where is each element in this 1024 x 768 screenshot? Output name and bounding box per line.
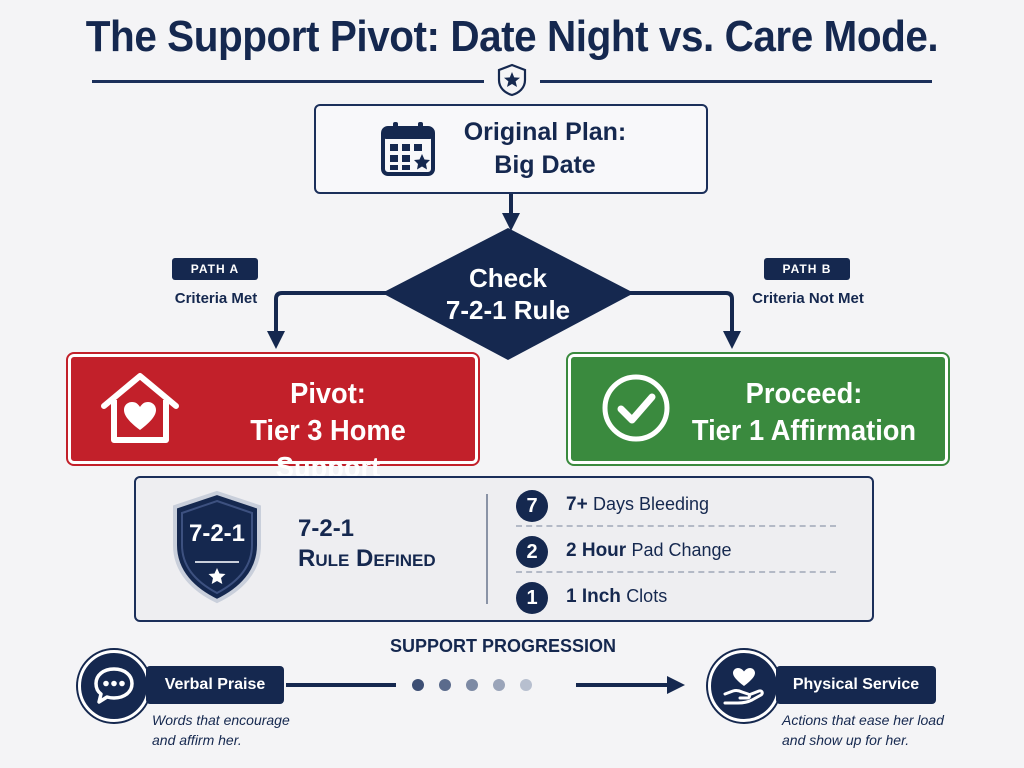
title-divider-right: [540, 80, 932, 83]
rule-number-badge: 1: [516, 582, 548, 614]
rule-title: 7-2-1 Rule Defined: [298, 514, 478, 574]
physical-service-desc-line1: Actions that ease her load: [782, 712, 944, 728]
original-plan-line1: Original Plan:: [463, 118, 627, 146]
page-title: The Support Pivot: Date Night vs. Care M…: [85, 12, 939, 61]
path-a-criteria: Criteria Met: [174, 290, 258, 307]
progression-dot: [493, 679, 505, 691]
physical-service-label: Physical Service: [776, 666, 936, 704]
rule-title-line1: 7-2-1: [298, 515, 355, 542]
rule-item-label: 7+ Days Bleeding: [566, 494, 709, 516]
rule-item-value: 1 Inch: [566, 586, 621, 607]
path-b-tag: PATH B: [764, 258, 850, 280]
original-plan-label: Original Plan: Big Date: [440, 116, 650, 182]
pivot-label: Pivot: Tier 3 Home Support: [195, 376, 462, 487]
shield-star-icon: [497, 63, 527, 97]
progression-dot: [439, 679, 451, 691]
proceed-label: Proceed: Tier 1 Affirmation: [680, 376, 928, 450]
verbal-praise-description: Words that encourage and affirm her.: [152, 710, 312, 750]
rule-item: 7 7+ Days Bleeding: [516, 488, 836, 524]
rule-item-label: 2 Hour Pad Change: [566, 540, 732, 562]
rule-item-text: Days Bleeding: [592, 494, 710, 514]
rule-item-text: Clots: [626, 586, 668, 606]
arrow-path-b: [630, 291, 741, 349]
physical-service-description: Actions that ease her load and show up f…: [782, 710, 962, 750]
arrow-path-a: [267, 291, 386, 349]
original-plan-line2: Big Date: [494, 151, 596, 179]
progression-dot: [520, 679, 532, 691]
speech-bubble-icon: [94, 667, 134, 704]
path-b-criteria: Criteria Not Met: [752, 290, 864, 307]
progression-dot: [412, 679, 424, 691]
title-divider-left: [92, 80, 484, 83]
decision-line2: 7-2-1 Rule: [445, 295, 571, 325]
decision-label: Check 7-2-1 Rule: [428, 262, 588, 326]
rule-row-separator: [516, 571, 836, 573]
verbal-praise-label: Verbal Praise: [146, 666, 284, 704]
original-plan-box: [314, 104, 708, 194]
calendar-icon: [381, 122, 435, 176]
progression-title: SUPPORT PROGRESSION: [389, 636, 617, 656]
physical-service-desc-line2: and show up for her.: [782, 732, 910, 748]
rule-item: 1 1 Inch Clots: [516, 580, 836, 616]
proceed-line2: Tier 1 Affirmation: [691, 415, 917, 447]
rule-item-label: 1 Inch Clots: [566, 586, 667, 608]
progression-dot: [466, 679, 478, 691]
rule-title-line2: Rule Defined: [298, 545, 436, 572]
rule-number-badge: 2: [516, 536, 548, 568]
path-a-tag: PATH A: [172, 258, 258, 280]
rule-number-badge: 7: [516, 490, 548, 522]
proceed-line1: Proceed:: [745, 378, 863, 410]
verbal-praise-desc-line1: Words that encourage: [152, 712, 290, 728]
rule-row-separator: [516, 525, 836, 527]
pivot-line1: Pivot:: [290, 378, 366, 410]
shield-icon: [173, 490, 261, 604]
house-heart-icon: [101, 373, 179, 443]
decision-line1: Check: [468, 263, 548, 293]
check-circle-icon: [602, 374, 670, 442]
rule-badge-label: 7-2-1: [188, 520, 246, 547]
rule-item-value: 7+: [566, 494, 588, 515]
verbal-praise-desc-line2: and affirm her.: [152, 732, 242, 748]
rule-divider: [486, 494, 488, 604]
proceed-box: [568, 354, 948, 464]
rule-item-text: Pad Change: [631, 540, 732, 560]
rule-item-value: 2 Hour: [566, 540, 627, 561]
rule-item: 2 2 Hour Pad Change: [516, 534, 836, 570]
hand-heart-icon: [723, 668, 764, 705]
